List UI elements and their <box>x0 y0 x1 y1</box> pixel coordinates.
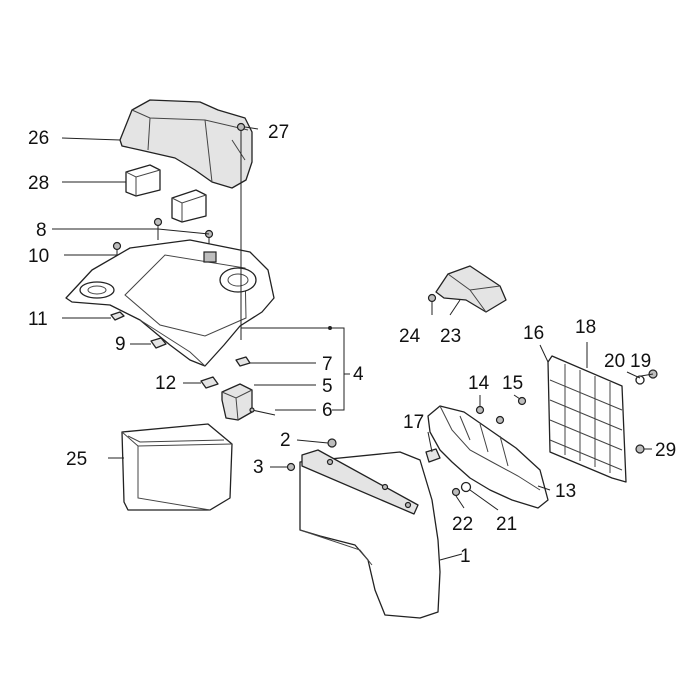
callout-20: 20 <box>604 351 625 372</box>
part-7-clip <box>235 356 251 367</box>
part-15-screws <box>495 396 527 425</box>
part-23-light-housing <box>435 265 507 313</box>
part-9-clip <box>150 337 167 349</box>
callout-5: 5 <box>322 376 333 397</box>
callout-4: 4 <box>353 364 364 385</box>
leader-lines <box>52 126 654 561</box>
callout-13: 13 <box>555 481 576 502</box>
callout-27: 27 <box>268 122 289 143</box>
callout-10: 10 <box>28 246 49 267</box>
part-25-battery-box <box>121 423 233 511</box>
callout-1: 1 <box>460 546 471 567</box>
part-17-clip <box>425 448 441 463</box>
callout-7: 7 <box>322 354 333 375</box>
callout-15: 15 <box>502 373 523 394</box>
callout-11: 11 <box>28 309 48 330</box>
main-rear-tray <box>65 239 275 367</box>
part-12-clip <box>200 376 219 389</box>
callout-12: 12 <box>155 373 176 394</box>
callout-2: 2 <box>280 430 291 451</box>
part-2-screw <box>327 438 337 448</box>
callout-8: 8 <box>36 220 47 241</box>
part-1-mudflap <box>299 451 441 619</box>
part-27-screw <box>236 122 246 132</box>
callout-24: 24 <box>399 326 421 347</box>
part-11-clip <box>110 311 125 321</box>
part-5-bracket <box>221 383 253 421</box>
part-24-screw <box>427 293 437 303</box>
callout-9: 9 <box>115 334 126 355</box>
callout-21: 21 <box>496 514 517 535</box>
callout-19: 19 <box>630 351 651 372</box>
callout-3: 3 <box>253 457 264 478</box>
callout-28: 28 <box>28 173 49 194</box>
callout-23: 23 <box>440 326 461 347</box>
callout-6: 6 <box>322 400 333 421</box>
part-26-top-cover <box>119 99 253 189</box>
part-6-tie <box>249 407 276 416</box>
part-3-nut <box>286 462 296 472</box>
part-14-screw <box>475 405 485 415</box>
part-18-plate-holder <box>547 355 627 483</box>
callout-18: 18 <box>575 317 596 338</box>
callout-14: 14 <box>468 373 490 394</box>
callout-16: 16 <box>523 323 544 344</box>
callout-26: 26 <box>28 128 49 149</box>
part-2-bar <box>301 449 419 515</box>
part-21-washer <box>460 481 472 493</box>
callout-29: 29 <box>655 440 676 461</box>
part-20-washer <box>635 375 645 385</box>
callouts: 26 27 28 8 10 11 9 12 7 4 5 6 25 2 3 1 2… <box>28 122 676 567</box>
callout-25: 25 <box>66 449 87 470</box>
part-22-nut <box>451 487 461 497</box>
callout-17: 17 <box>403 412 424 433</box>
callout-22: 22 <box>452 514 473 535</box>
part-29-nut <box>635 444 645 454</box>
part-28-foam-pads <box>125 164 207 223</box>
part-13-rear-fender <box>427 405 549 509</box>
